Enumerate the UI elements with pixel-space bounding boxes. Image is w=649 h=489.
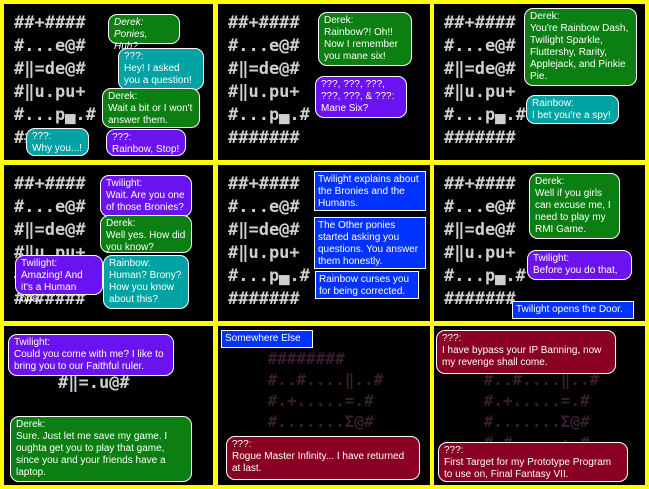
narration-box: Twilight opens the Door. [512, 301, 634, 319]
ascii-room-art: ##+#### #...e@# #‖=de@# #‖u.pu+ #...p▄.#… [228, 174, 310, 309]
speech-bubble-derek: Derek: You're Rainbow Dash, Twilight Spa… [524, 8, 637, 86]
speaker-name: ???: [232, 439, 252, 450]
speech-bubble-rainbow: Rainbow: I bet you're a spy! [526, 95, 619, 124]
speech-text: Sure. Just let me save my game. I oughta… [16, 431, 168, 478]
speaker-name: Derek: [324, 15, 354, 26]
speech-text: I have bypass your IP Banning, now my re… [442, 345, 602, 368]
speech-bubble-unknown: ???: Hey! I asked you a question! [118, 48, 204, 90]
speech-text: Before you do that, [533, 265, 618, 276]
speaker-name: Rainbow: [532, 98, 574, 109]
speech-text: Mane Six? [321, 103, 369, 114]
narration-box: The Other ponies started asking you ques… [314, 217, 426, 269]
speech-bubble-unknown: ???: First Target for my Prototype Progr… [438, 442, 628, 482]
speaker-name: Derek: [106, 218, 136, 229]
speech-text: Wait a bit or I won't answer them. [108, 103, 193, 126]
comic-panel-5: ##+#### #...e@# #‖=de@# #‖u.pu+ #...p▄.#… [218, 165, 430, 321]
comic-panel-1: ##+#### #...e@# #‖=de@# #‖u.pu+ #...p▄.#… [4, 4, 213, 160]
speech-text: Amazing! And it's a Human one. [21, 270, 83, 305]
speaker-name: Derek: [16, 419, 46, 430]
speech-text: I bet you're a spy! [532, 110, 611, 121]
speech-text: Could you come with me? I like to bring … [14, 349, 164, 372]
speech-bubble-twilight: Twilight: Could you come with me? I like… [8, 334, 174, 376]
narration-box: Somewhere Else [221, 330, 313, 348]
speech-bubble-derek: Derek: Well yes. How did you know? [100, 215, 192, 253]
speech-text: You're Rainbow Dash, Twilight Sparkle, F… [530, 23, 629, 82]
speech-text: Well yes. How did you know? [106, 230, 186, 253]
speech-text: Ponies, Huh? [114, 29, 148, 52]
narration-box: Rainbow curses you for being corrected. [315, 271, 419, 299]
comic-panel-9: ######## #..#....‖..# #.+.....=.# #.....… [434, 326, 645, 485]
ascii-room-art: ##+#### #...e@# #‖=de@# #‖u.pu+ #...p▄.#… [228, 13, 310, 148]
speaker-name: Twilight: [21, 258, 58, 269]
comic-panel-4: ##+#### #...e@# #‖=de@# #‖u.pu+ #...p▄.#… [4, 165, 213, 321]
speaker-name: Derek: [530, 11, 560, 22]
ascii-room-art: ##+#### #...e@# #‖=de@# #‖u.pu+ #...p▄.#… [444, 13, 526, 148]
speech-bubble-derek: Derek: Wait a bit or I won't answer them… [102, 88, 200, 128]
speaker-name: Derek: [535, 176, 565, 187]
speech-bubble-derek: Derek: Well if you girls can excuse me, … [529, 173, 620, 239]
speech-bubble-unknown: ???: I have bypass your IP Banning, now … [436, 330, 616, 374]
speech-bubble-unknown: ???: Why you...! [26, 128, 89, 156]
speech-text: Rogue Master Infinity... I have returned… [232, 451, 405, 474]
comic-panel-8: ######## #..#....‖..# #.+.....=.# #.....… [218, 326, 430, 485]
speaker-name: Twilight: [14, 337, 51, 348]
speech-bubble-mane-six: ???, ???, ???, ???, ???, & ???: Mane Six… [315, 76, 407, 118]
speaker-name: ???: [442, 333, 462, 344]
speech-bubble-derek: Derek: Sure. Just let me save my game. I… [10, 416, 192, 482]
speaker-name: Derek: [114, 17, 144, 28]
speech-text: Hey! I asked you a question! [124, 63, 192, 86]
speech-bubble-unknown: ???: Rainbow, Stop! [106, 129, 186, 156]
speaker-name: ???: [32, 131, 52, 142]
speech-text: Rainbow?! Oh!! Now I remember you mane s… [324, 27, 398, 62]
speaker-name: Derek: [108, 91, 138, 102]
comic-panel-3: ##+#### #...e@# #‖=de@# #‖u.pu+ #...p▄.#… [434, 4, 645, 160]
speech-bubble-unknown: ???: Rogue Master Infinity... I have ret… [226, 436, 420, 480]
ascii-room-art: #‖=.u@# [58, 373, 130, 393]
speech-text: First Target for my Prototype Program to… [444, 457, 612, 480]
speech-text: Why you...! [32, 143, 83, 154]
speaker-name: ???: [444, 445, 464, 456]
comic-panel-7: #‖=.u@# Twilight: Could you come with me… [4, 326, 213, 485]
speaker-name: Rainbow: [109, 258, 151, 269]
speech-bubble-twilight: Twilight: Amazing! And it's a Human one. [15, 255, 103, 305]
speech-bubble-derek: Derek: Rainbow?! Oh!! Now I remember you… [318, 12, 412, 66]
speech-bubble-twilight: Twilight: Before you do that, [527, 250, 632, 280]
speech-text: Rainbow, Stop! [112, 144, 180, 155]
speech-bubble-twilight: Twilight: Wait. Are you one of those Bro… [100, 175, 192, 217]
speech-text: Well if you girls can excuse me, I need … [535, 188, 611, 235]
narration-box: Twilight explains about the Bronies and … [314, 171, 426, 211]
speaker-name: ???: [124, 51, 144, 62]
speaker-name: Twilight: [533, 253, 570, 264]
speaker-name: Twilight: [106, 178, 143, 189]
speech-bubble-derek: Derek: Ponies, Huh? [108, 14, 180, 52]
speech-text: Wait. Are you one of those Bronies? [106, 190, 185, 213]
comic-panel-2: ##+#### #...e@# #‖=de@# #‖u.pu+ #...p▄.#… [218, 4, 430, 160]
speech-bubble-rainbow: Rainbow: Human? Brony? How you know abou… [103, 255, 189, 309]
speech-text: Human? Brony? How you know about this? [109, 270, 182, 305]
speaker-name: ???: [112, 132, 132, 143]
speaker-name: ???, ???, ???, ???, ???, & ???: [321, 79, 395, 102]
ascii-room-art: ##+#### #...e@# #‖=de@# #‖u.pu+ #...p▄.#… [444, 174, 526, 309]
comic-panel-6: ##+#### #...e@# #‖=de@# #‖u.pu+ #...p▄.#… [434, 165, 645, 321]
